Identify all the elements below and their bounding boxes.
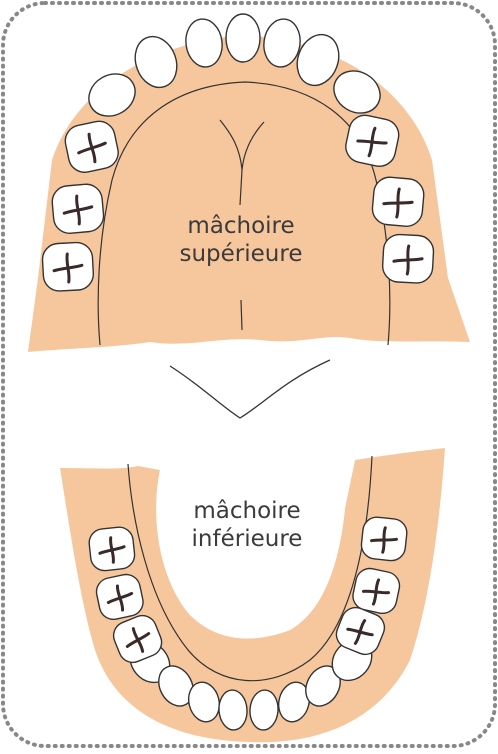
lower-jaw-label-line1: mâchoire (147, 497, 347, 525)
upper-jaw-label: mâchoire supérieure (141, 212, 341, 268)
upper-jaw-label-line2: supérieure (141, 240, 341, 268)
upper-jaw (28, 14, 470, 352)
upper-molar (42, 242, 94, 292)
upper-molar (382, 234, 434, 284)
upper-molar (51, 183, 105, 235)
lower-molar (88, 526, 136, 572)
tongue-icon (170, 360, 330, 418)
lower-molar (360, 516, 408, 562)
upper-molar (371, 176, 425, 228)
lower-jaw-label-line2: inférieure (147, 525, 347, 553)
upper-jaw-label-line1: mâchoire (141, 212, 341, 240)
upper-tooth (226, 14, 260, 62)
lower-jaw-label: mâchoire inférieure (147, 497, 347, 553)
lower-jaw (60, 448, 445, 742)
